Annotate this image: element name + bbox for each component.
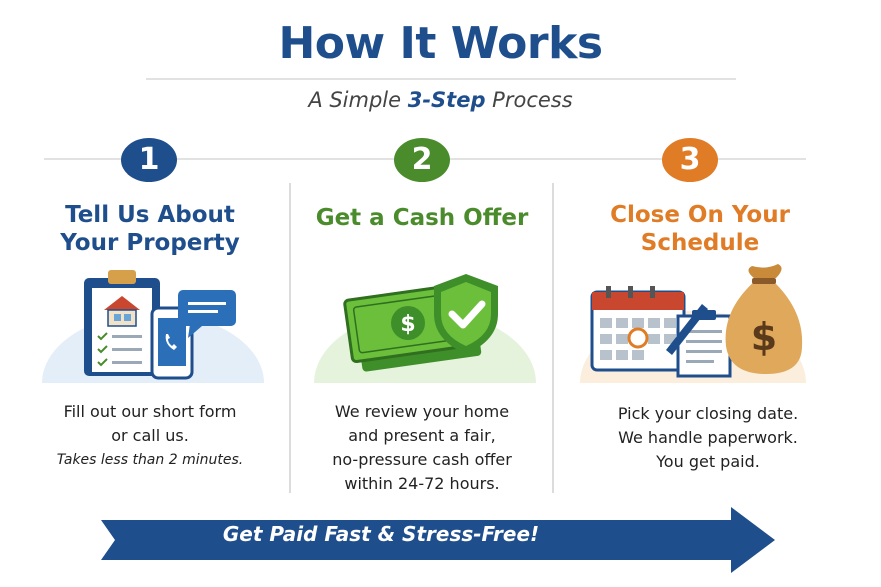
column-divider [289,183,291,493]
step-title-line: Close On Your [610,202,790,228]
step-description: Fill out our short form or call us. Take… [20,400,280,472]
desc-line: or call us. [111,426,189,445]
desc-note: Takes less than 2 minutes. [56,452,244,468]
svg-text:$: $ [751,315,777,359]
clipboard-house-icon [84,270,160,376]
desc-line: We handle paperwork. [618,428,798,447]
page-subtitle: A Simple 3-Step Process [0,88,881,112]
column-divider [552,183,554,493]
calendar-icon [590,286,686,372]
step-title: Close On Your Schedule [570,201,830,257]
banner-arrow [101,507,775,573]
shield-check-icon [434,274,498,354]
step-title: Tell Us About Your Property [20,201,280,257]
step-description: We review your home and present a fair, … [292,400,552,496]
title-divider [146,78,736,80]
subtitle-emphasis: 3-Step [407,88,486,112]
step-number-badge: 2 [394,138,450,182]
step-3-illustration: $ [580,264,806,383]
desc-line: You get paid. [656,452,760,471]
step-number-badge: 3 [662,138,718,182]
subtitle-suffix: Process [485,88,573,112]
step-2-illustration: $ [314,274,536,383]
step-title-line: Get a Cash Offer [315,205,529,231]
banner-text: Get Paid Fast & Stress-Free! [222,522,540,546]
step-title: Get a Cash Offer [292,204,552,232]
desc-line: Pick your closing date. [617,404,799,423]
document-pen-icon [666,304,732,378]
svg-text:$: $ [400,312,415,337]
page-title: How It Works [278,18,603,69]
desc-line: and present a fair, [348,426,496,445]
desc-line: We review your home [334,402,510,421]
step-1-illustration [42,270,264,383]
desc-line: no-pressure cash offer [332,450,512,469]
step-description: Pick your closing date. We handle paperw… [578,402,838,474]
step-title-line: Your Property [60,230,240,256]
step-title-line: Tell Us About [65,202,235,228]
subtitle-prefix: A Simple [308,88,408,112]
chat-bubble-icon [178,290,236,338]
desc-line: within 24-72 hours. [344,474,500,493]
step-title-line: Schedule [640,230,760,256]
money-bag-icon: $ [725,264,803,374]
step-number-badge: 1 [121,138,177,182]
desc-line: Fill out our short form [63,402,237,421]
